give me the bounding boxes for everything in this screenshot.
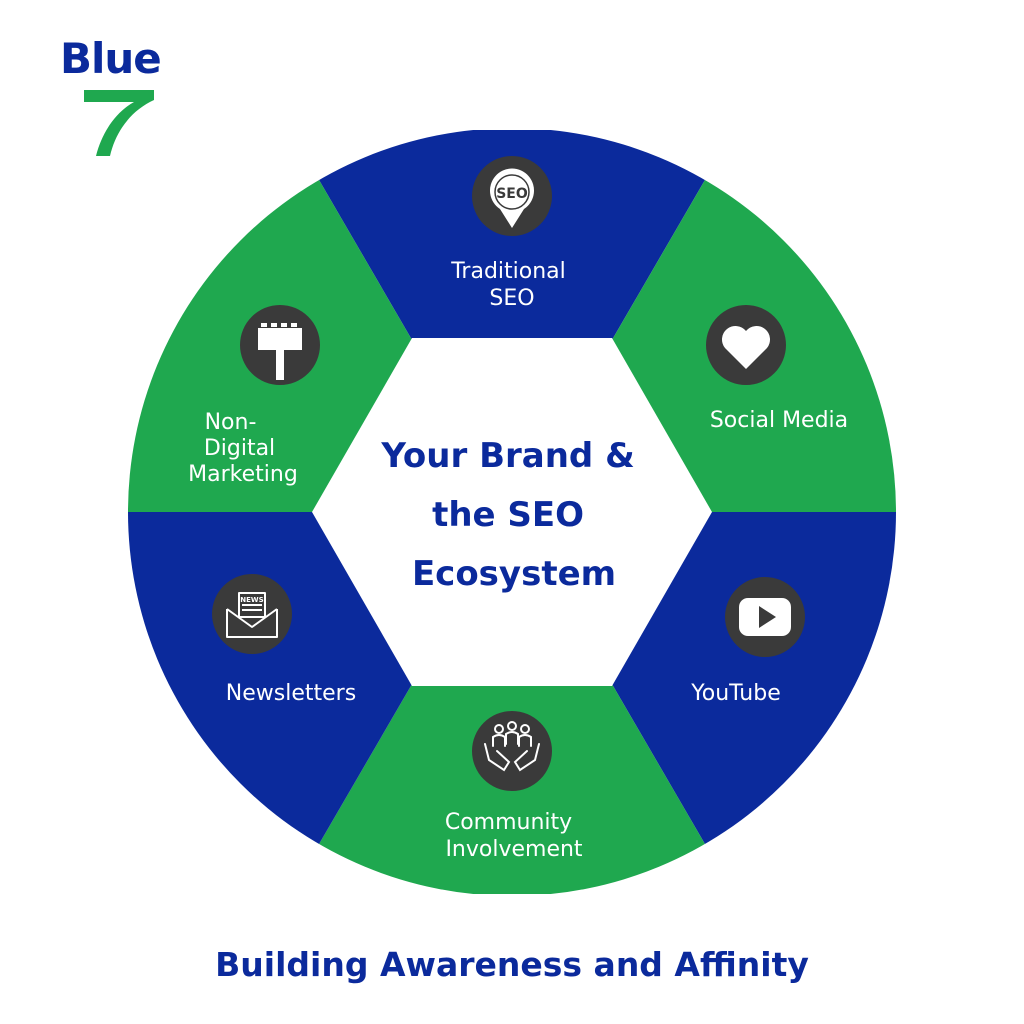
seo-pin-text: SEO [496,186,528,202]
label-line: Marketing [188,462,298,487]
non-digital-marketing-item: Non- Digital Marketing [188,305,320,487]
heart-icon [706,305,786,385]
logo-seven-mark [84,90,154,156]
youtube-item: YouTube [690,577,805,706]
youtube-play-icon [725,577,805,657]
label-line: SEO [489,286,534,311]
label-line: Newsletters [226,681,356,706]
blue7-logo: Blue [60,38,180,163]
social-media-item: Social Media [706,305,848,433]
center-title: Your Brand & the SEO Ecosystem [380,436,646,594]
segment-traditional-seo [290,130,734,512]
social-media-label: Social Media [710,408,848,433]
center-title-line: the SEO [432,495,584,535]
newsletters-label: Newsletters [226,681,356,706]
newsletter-envelope-icon: NEWS [212,574,292,654]
community-involvement-label: Community Involvement [445,810,583,862]
center-title-line: Your Brand & [380,436,634,476]
label-line: Digital [204,436,275,461]
center-hexagon [312,338,712,686]
logo-text: Blue [60,34,162,83]
label-line: Involvement [445,837,582,862]
traditional-seo-label: Traditional SEO [450,259,573,311]
traditional-seo-item: SEO Traditional SEO [450,156,573,311]
tagline: Building Awareness and Affinity [215,945,809,984]
segment-community-involvement [290,512,734,894]
youtube-label: YouTube [690,681,780,706]
community-hands-icon [472,711,552,791]
community-involvement-item: Community Involvement [445,711,583,862]
non-digital-marketing-label: Non- Digital Marketing [188,410,298,487]
label-line: Social Media [710,408,848,433]
news-text: NEWS [240,596,263,604]
billboard-icon [240,305,320,385]
center-title-line: Ecosystem [412,554,616,594]
label-line: Non- [205,410,257,435]
label-line: Traditional [450,259,566,284]
newsletters-item: NEWS Newsletters [212,574,356,706]
label-line: Community [445,810,572,835]
seo-pin-icon: SEO [472,156,552,236]
label-line: YouTube [690,681,780,706]
